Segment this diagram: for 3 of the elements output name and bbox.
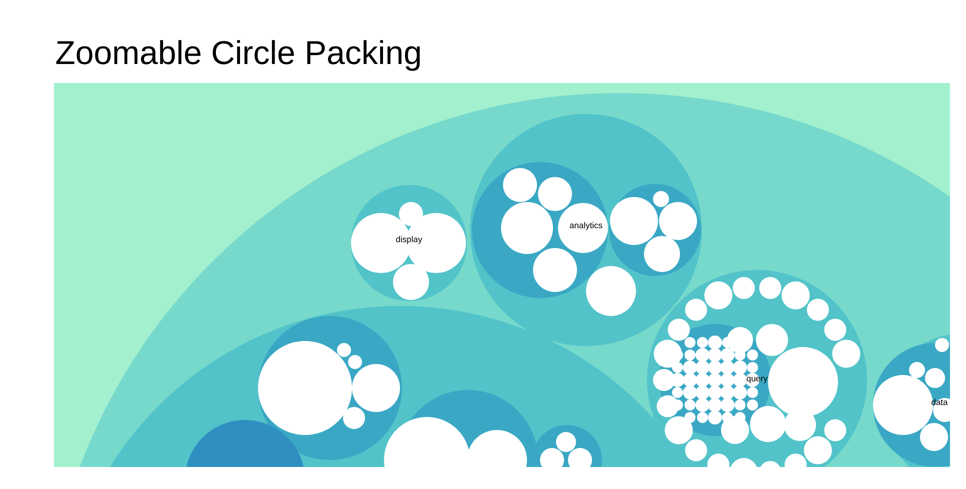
title: Zoomable Circle Packing bbox=[56, 40, 420, 71]
circle-label: analytics bbox=[570, 222, 602, 230]
circle-label: display bbox=[396, 236, 422, 244]
